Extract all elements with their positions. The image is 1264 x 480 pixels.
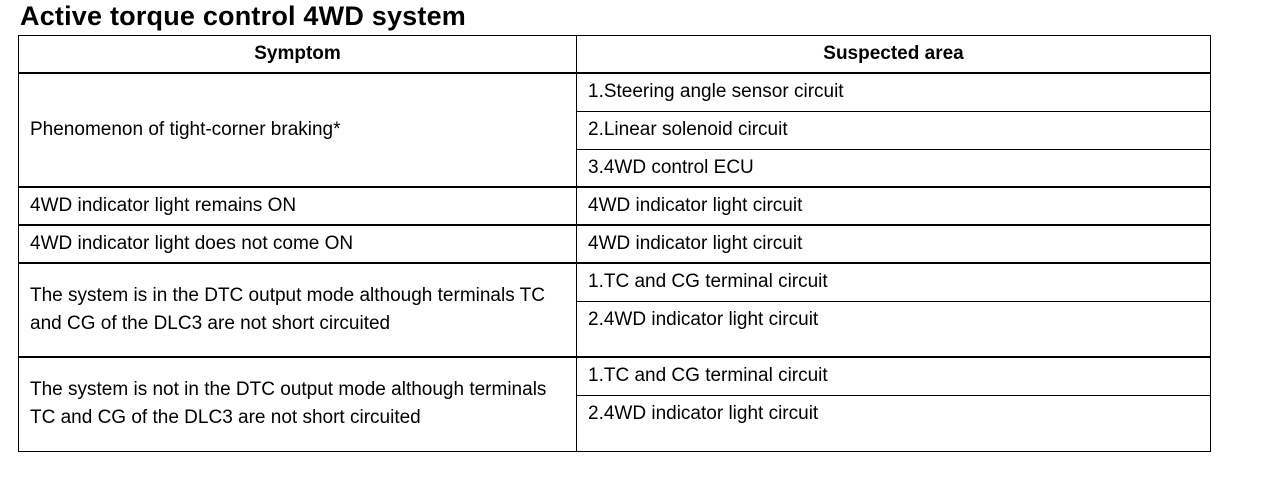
table-row: 4WD indicator light remains ON 4WD indic… xyxy=(18,186,1211,226)
suspected-area-cell: 1.TC and CG terminal circuit xyxy=(576,356,1211,396)
suspected-area-cell: 4WD indicator light circuit xyxy=(576,224,1211,264)
symptom-table: Symptom Suspected area Phenomenon of tig… xyxy=(18,35,1211,452)
suspected-area-column-header: Suspected area xyxy=(576,35,1211,74)
symptom-cell: Phenomenon of tight-corner braking* xyxy=(18,72,577,188)
suspected-area-cell: 2.4WD indicator light circuit xyxy=(576,394,1211,452)
page-title: Active torque control 4WD system xyxy=(20,1,466,31)
symptom-cell: The system is not in the DTC output mode… xyxy=(18,356,577,452)
suspected-area-cell: 4WD indicator light circuit xyxy=(576,186,1211,226)
table-header-row: Symptom Suspected area xyxy=(18,35,1211,74)
suspected-area-cell: 3.4WD control ECU xyxy=(576,148,1211,188)
table-row: 4WD indicator light does not come ON 4WD… xyxy=(18,224,1211,264)
table-row: 2.4WD indicator light circuit xyxy=(19,394,1211,452)
suspected-area-cell: 2.4WD indicator light circuit xyxy=(576,300,1211,358)
symptom-column-header: Symptom xyxy=(18,35,577,74)
symptom-cell: The system is in the DTC output mode alt… xyxy=(18,262,577,358)
table-row: 3.4WD control ECU xyxy=(19,148,1211,188)
table-row: Phenomenon of tight-corner braking* 1.St… xyxy=(18,72,1211,188)
suspected-area-cell: 1.Steering angle sensor circuit xyxy=(576,72,1211,112)
symptom-cell: 4WD indicator light does not come ON xyxy=(18,224,577,264)
suspected-area-cell: 2.Linear solenoid circuit xyxy=(576,110,1211,150)
table-row: The system is not in the DTC output mode… xyxy=(18,356,1211,452)
table-row: 2.Linear solenoid circuit xyxy=(19,110,1211,150)
symptom-cell: 4WD indicator light remains ON xyxy=(18,186,577,226)
table-row: The system is in the DTC output mode alt… xyxy=(18,262,1211,358)
table-row: 2.4WD indicator light circuit xyxy=(19,300,1211,358)
suspected-area-cell: 1.TC and CG terminal circuit xyxy=(576,262,1211,302)
